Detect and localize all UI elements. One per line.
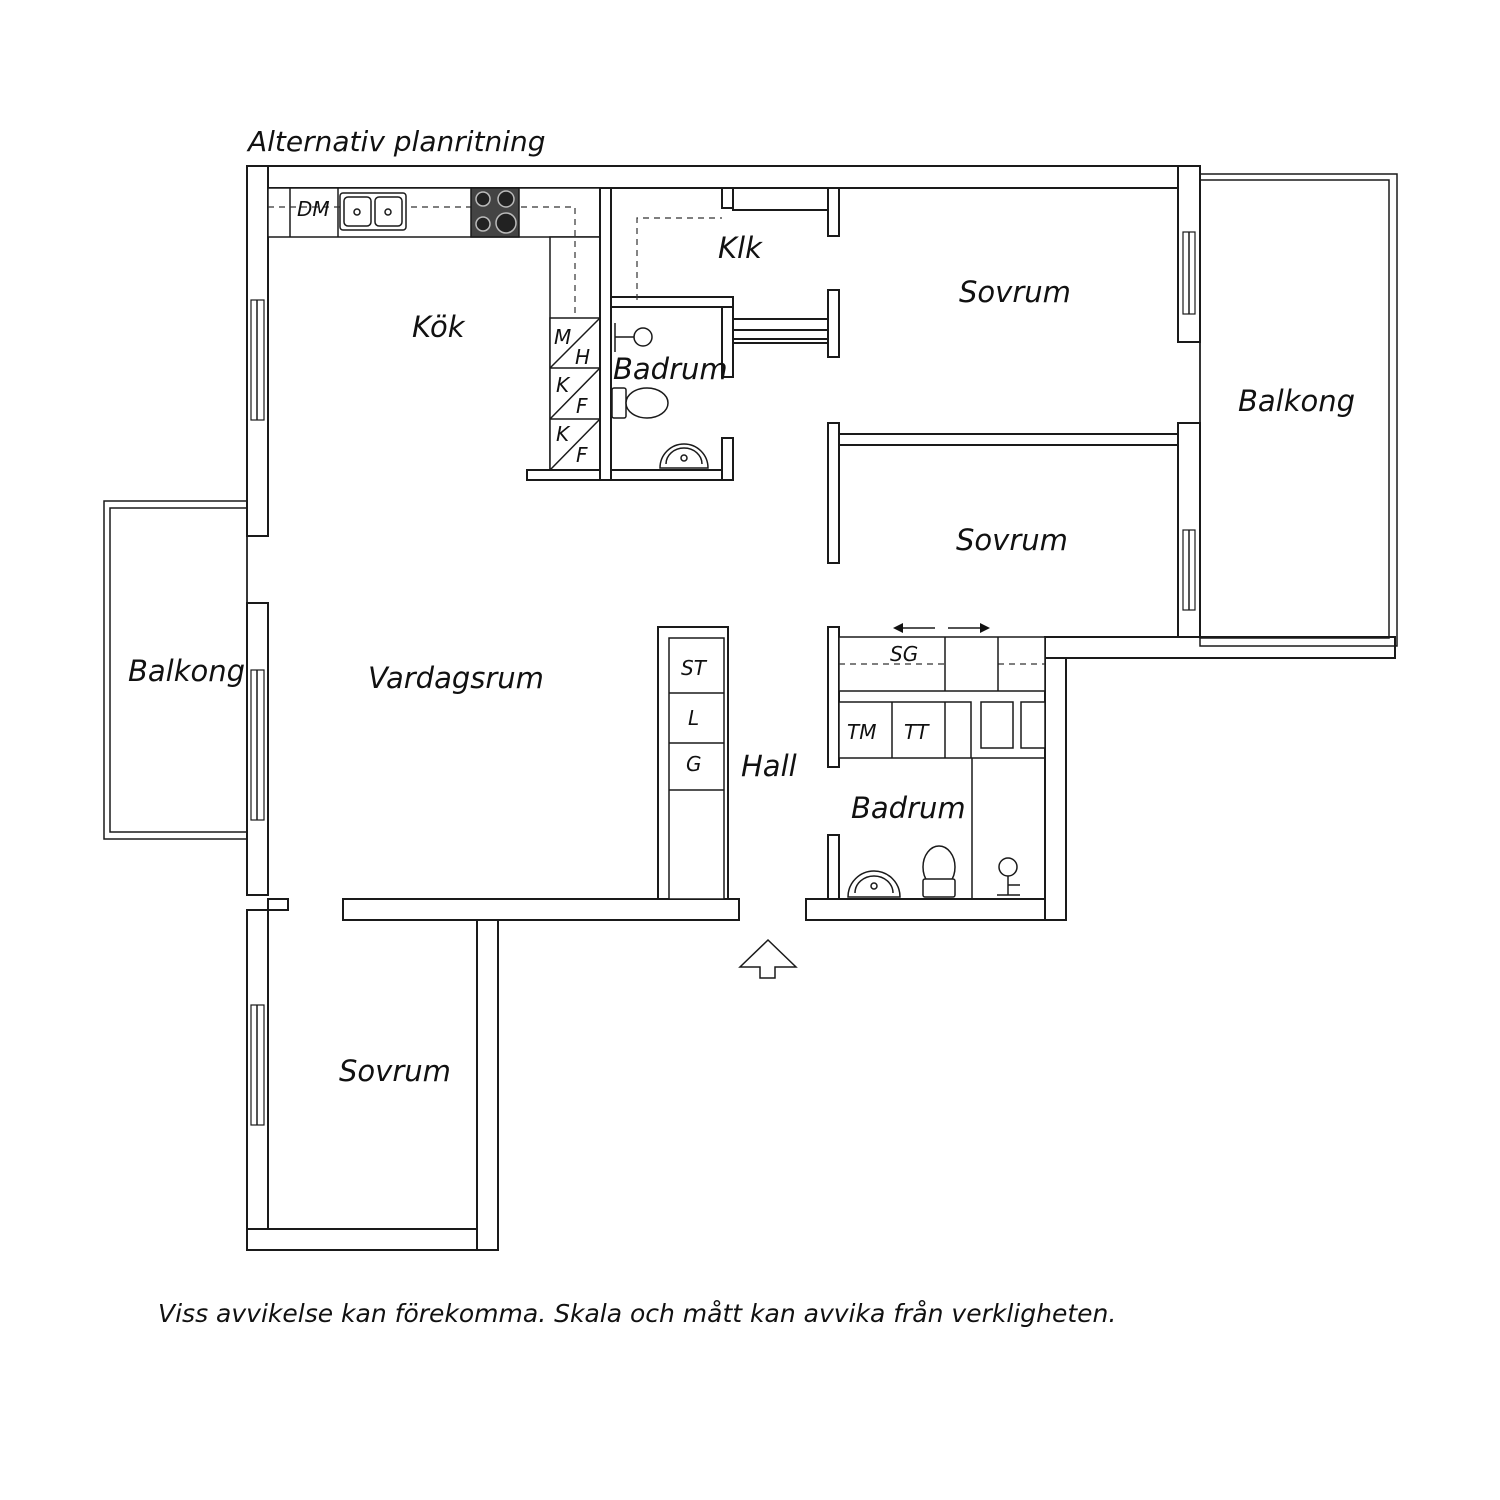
fixture-label-f1: F [576, 394, 588, 418]
room-label-kok: Kök [412, 310, 466, 344]
room-label-sovrum-top: Sovrum [959, 275, 1071, 309]
toilet-icon [922, 845, 956, 898]
sink-icon [339, 192, 407, 231]
room-label-balkong-left: Balkong [128, 654, 245, 688]
fixture-label-dm: DM [297, 197, 330, 221]
hall-cupboards [657, 626, 729, 900]
fixture-label-m: M [554, 325, 571, 349]
room-label-badrum-large: Badrum [851, 791, 966, 825]
room-label-klk: Klk [718, 231, 763, 265]
sliding-door-arrow-icon [893, 623, 990, 633]
room-label-sovrum-bottom: Sovrum [339, 1054, 451, 1088]
windows [250, 231, 1196, 1126]
room-label-badrum-small: Badrum [613, 352, 728, 386]
stove-icon [470, 187, 520, 238]
balcony-right [1199, 173, 1398, 647]
washbasin-icon [847, 870, 901, 898]
right-lower [827, 623, 1046, 900]
room-label-sovrum-mid: Sovrum [956, 523, 1068, 557]
fixture-label-g: G [686, 752, 702, 776]
fixture-label-l: L [688, 706, 699, 730]
shower-icon [997, 857, 1020, 896]
kitchen [267, 187, 733, 481]
fixture-label-f2: F [576, 443, 588, 467]
plan-title: Alternativ planritning [246, 125, 546, 158]
fixture-label-st: ST [681, 656, 708, 680]
fixture-label-sg: SG [890, 642, 918, 666]
balcony-left [103, 500, 248, 840]
room-label-balkong-right: Balkong [1238, 384, 1355, 418]
room-label-hall: Hall [741, 749, 797, 783]
labels: Alternativ planritning Kök Klk Sovrum Ba… [128, 125, 1355, 1328]
washbasin-icon [659, 443, 709, 469]
toilet-icon [611, 387, 669, 419]
fixture-label-k1: K [556, 373, 571, 397]
room-label-vardagsrum: Vardagsrum [368, 661, 544, 695]
fixture-label-k2: K [556, 422, 571, 446]
disclaimer-note: Viss avvikelse kan förekomma. Skala och … [158, 1299, 1116, 1328]
fixture-label-tm: TM [847, 720, 876, 744]
fixture-label-h: H [575, 345, 590, 369]
entrance-arrow-icon [738, 938, 798, 979]
shower-icon [614, 323, 653, 352]
inner-walls-top [610, 187, 1179, 564]
fixture-label-tt: TT [904, 720, 930, 744]
outer-walls [246, 165, 1396, 1251]
